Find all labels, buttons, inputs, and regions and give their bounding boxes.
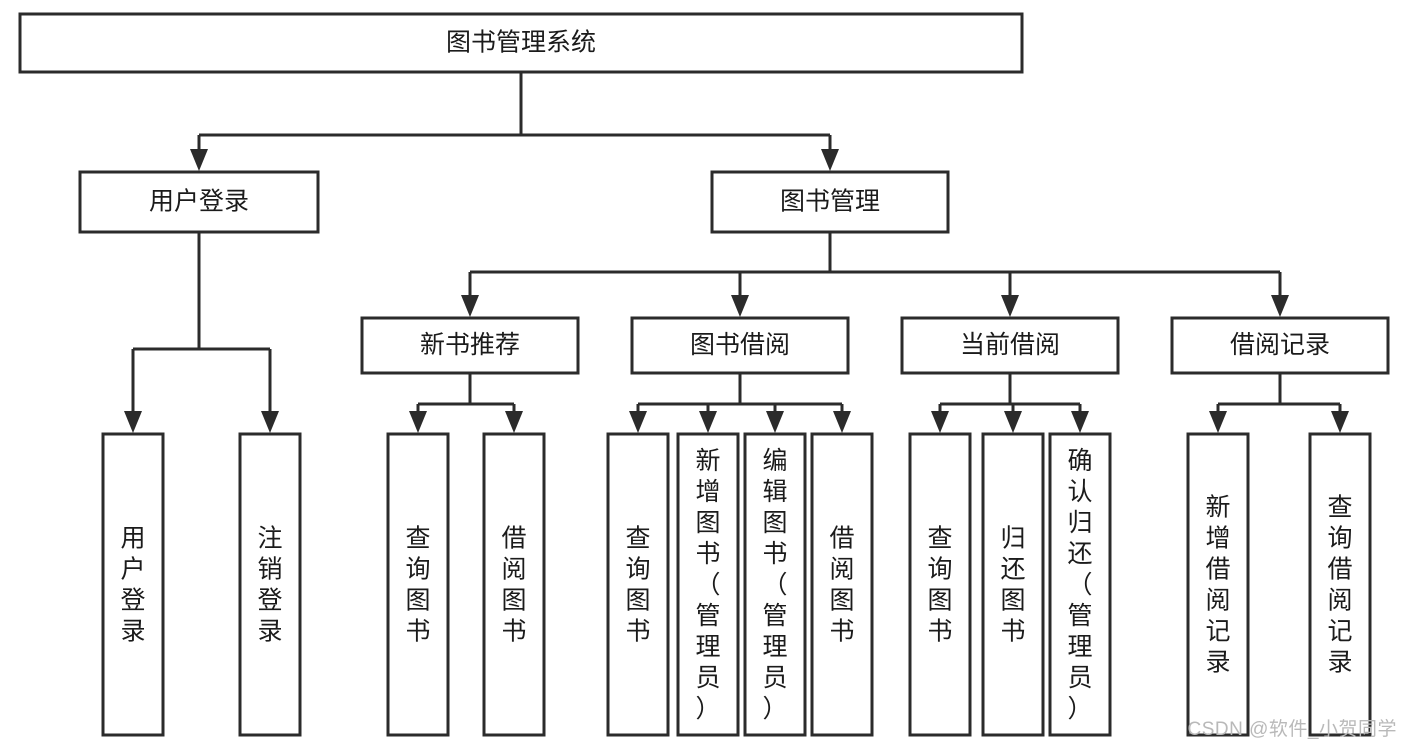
arrow-head-icon	[124, 411, 142, 433]
arrow-head-icon	[833, 411, 851, 433]
node-leaf-query-book-b[interactable]: 查询图书	[606, 432, 670, 737]
node-label: 新书推荐	[420, 331, 520, 359]
node-leaf-user-login[interactable]: 用户登录	[101, 432, 165, 737]
node-label: 新增借阅记录	[1205, 494, 1230, 677]
connector-layer	[124, 72, 1349, 433]
node-label: 查询图书	[405, 525, 430, 646]
node-box[interactable]	[1048, 432, 1112, 737]
node-label: 归还图书	[1000, 525, 1025, 646]
node-box[interactable]	[482, 432, 546, 737]
arrow-head-icon	[931, 411, 949, 433]
arrow-head-icon	[261, 411, 279, 433]
arrow-head-icon	[1004, 411, 1022, 433]
node-leaf-confirm-return[interactable]: 确认归还（管理员）	[1048, 432, 1112, 737]
node-label: 用户登录	[149, 188, 249, 216]
node-box[interactable]	[78, 170, 320, 234]
node-book-manage[interactable]: 图书管理	[710, 170, 950, 234]
node-leaf-query-book-c[interactable]: 查询图书	[908, 432, 972, 737]
node-label: 注销登录	[257, 525, 282, 646]
node-label: 确认归还（管理员）	[1067, 447, 1092, 723]
node-label: 查询图书	[927, 525, 952, 646]
node-leaf-edit-book[interactable]: 编辑图书（管理员）	[743, 432, 807, 737]
node-box[interactable]	[1170, 316, 1390, 375]
node-label: 查询借阅记录	[1327, 494, 1352, 677]
node-leaf-return-book[interactable]: 归还图书	[981, 432, 1045, 737]
node-box[interactable]	[900, 316, 1120, 375]
arrow-head-icon	[731, 295, 749, 317]
node-label: 借阅图书	[829, 525, 854, 646]
arrow-head-icon	[1209, 411, 1227, 433]
arrow-head-icon	[699, 411, 717, 433]
node-box[interactable]	[743, 432, 807, 737]
node-leaf-query-book-a[interactable]: 查询图书	[386, 432, 450, 737]
node-label: 图书管理系统	[446, 29, 596, 57]
node-label: 图书管理	[780, 188, 880, 216]
arrow-head-icon	[1071, 411, 1089, 433]
arrow-head-icon	[505, 411, 523, 433]
node-box[interactable]	[1308, 432, 1372, 737]
node-box[interactable]	[606, 432, 670, 737]
arrow-head-icon	[821, 149, 839, 171]
node-leaf-borrow-book-a[interactable]: 借阅图书	[482, 432, 546, 737]
node-box[interactable]	[710, 170, 950, 234]
node-box[interactable]	[101, 432, 165, 737]
node-new-book-rec[interactable]: 新书推荐	[360, 316, 580, 375]
node-leaf-logout[interactable]: 注销登录	[238, 432, 302, 737]
arrow-head-icon	[1001, 295, 1019, 317]
node-box[interactable]	[386, 432, 450, 737]
node-label: 新增图书（管理员）	[695, 447, 720, 723]
arrow-head-icon	[190, 149, 208, 171]
node-user-login[interactable]: 用户登录	[78, 170, 320, 234]
arrow-head-icon	[1271, 295, 1289, 317]
node-label: 借阅记录	[1230, 331, 1330, 359]
node-box[interactable]	[18, 12, 1024, 74]
node-borrow-record[interactable]: 借阅记录	[1170, 316, 1390, 375]
node-leaf-add-book[interactable]: 新增图书（管理员）	[676, 432, 740, 737]
node-leaf-query-record[interactable]: 查询借阅记录	[1308, 432, 1372, 737]
arrow-head-icon	[629, 411, 647, 433]
node-label: 编辑图书（管理员）	[762, 447, 787, 723]
node-box[interactable]	[630, 316, 850, 375]
node-label: 用户登录	[120, 525, 145, 646]
node-box[interactable]	[1186, 432, 1250, 737]
node-book-borrow[interactable]: 图书借阅	[630, 316, 850, 375]
node-layer: 图书管理系统用户登录图书管理新书推荐图书借阅当前借阅借阅记录用户登录注销登录查询…	[18, 12, 1390, 737]
arrow-head-icon	[1331, 411, 1349, 433]
arrow-head-icon	[766, 411, 784, 433]
arrow-head-icon	[409, 411, 427, 433]
node-box[interactable]	[360, 316, 580, 375]
node-label: 图书借阅	[690, 331, 790, 359]
node-label: 当前借阅	[960, 331, 1060, 359]
arrow-head-icon	[461, 295, 479, 317]
node-root[interactable]: 图书管理系统	[18, 12, 1024, 74]
node-leaf-borrow-book-b[interactable]: 借阅图书	[810, 432, 874, 737]
node-box[interactable]	[676, 432, 740, 737]
node-box[interactable]	[981, 432, 1045, 737]
node-label: 借阅图书	[501, 525, 526, 646]
node-box[interactable]	[810, 432, 874, 737]
node-current-borrow[interactable]: 当前借阅	[900, 316, 1120, 375]
node-leaf-add-record[interactable]: 新增借阅记录	[1186, 432, 1250, 737]
node-label: 查询图书	[625, 525, 650, 646]
node-box[interactable]	[238, 432, 302, 737]
node-box[interactable]	[908, 432, 972, 737]
